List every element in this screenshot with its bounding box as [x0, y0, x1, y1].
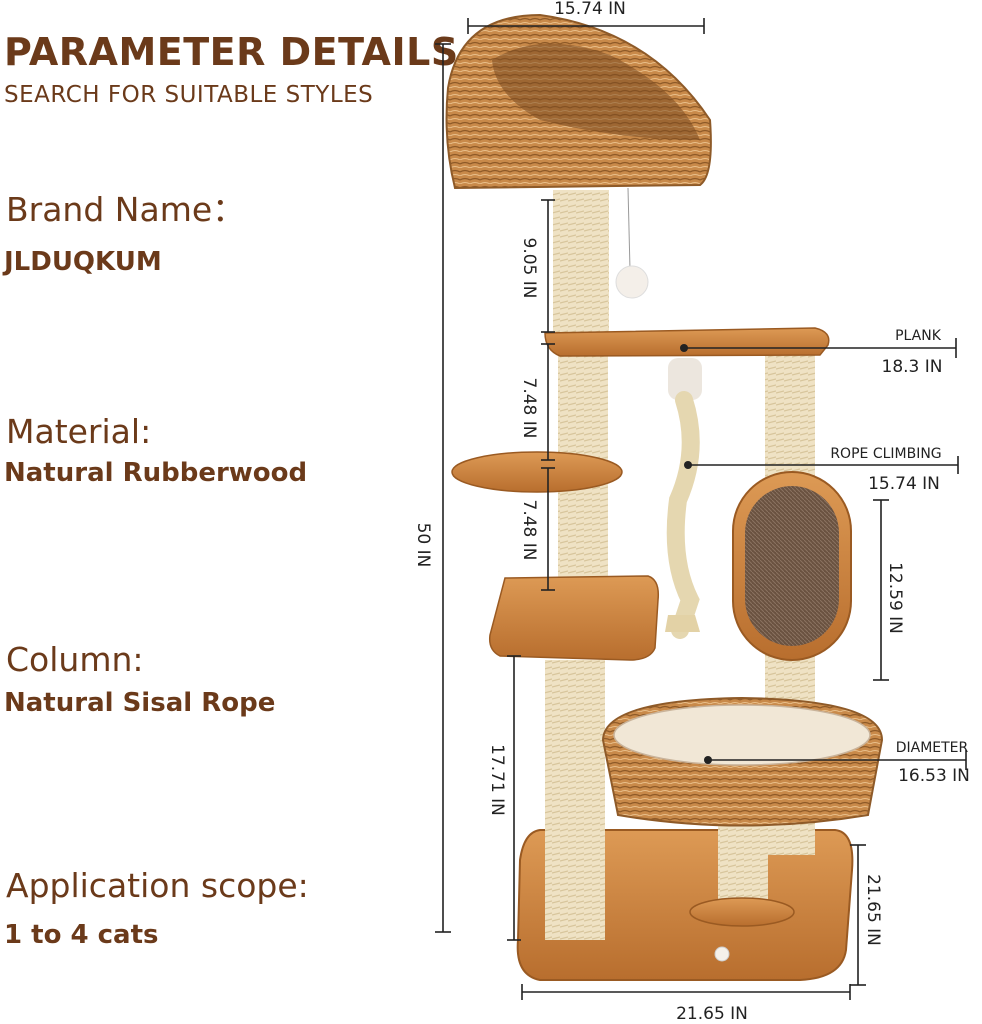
dim-post-mid1: 7.48 IN [519, 378, 539, 439]
spec-value-brand: JLDUQKUM [4, 247, 162, 277]
spec-value-column: Natural Sisal Rope [4, 688, 276, 718]
plank-value: 18.3 IN [882, 357, 943, 377]
post-bottom [545, 660, 605, 940]
dim-total-height: 50 IN [413, 523, 433, 568]
dim-scratcher-height: 12.59 IN [885, 562, 905, 634]
spec-value-material: Natural Rubberwood [4, 458, 308, 488]
plank-label: PLANK [895, 328, 942, 344]
rope-top [668, 358, 702, 400]
diameter-value: 16.53 IN [898, 766, 970, 786]
page-subtitle: SEARCH FOR SUITABLE STYLES [4, 82, 374, 108]
dim-top-width: 15.74 IN [554, 0, 626, 19]
spec-label-material: Material: [6, 412, 152, 451]
page-title: PARAMETER DETAILS [4, 30, 459, 74]
diameter-label: DIAMETER [896, 740, 969, 756]
spec-label-brand: Brand Name： [6, 190, 246, 229]
basket-cushion [613, 704, 871, 766]
plank-top [544, 327, 830, 357]
dim-post-top: 9.05 IN [519, 238, 539, 299]
spec-value-scope: 1 to 4 cats [4, 920, 159, 950]
plank-small [451, 451, 623, 493]
climbing-rope [666, 391, 700, 639]
spec-label-scope: Application scope: [6, 866, 309, 905]
rope-value: 15.74 IN [868, 474, 940, 494]
pompom-toy [615, 265, 649, 299]
dim-base-width: 21.65 IN [676, 1004, 748, 1024]
rope-label: ROPE CLIMBING [830, 446, 941, 462]
ball-track [689, 897, 795, 927]
plank-square [488, 575, 660, 661]
dim-post-bottom: 17.71 IN [487, 744, 507, 816]
spec-label-column: Column: [6, 640, 144, 679]
dim-post-mid2: 7.48 IN [519, 500, 539, 561]
post-top [553, 190, 609, 340]
dim-base-depth: 21.65 IN [863, 874, 883, 946]
